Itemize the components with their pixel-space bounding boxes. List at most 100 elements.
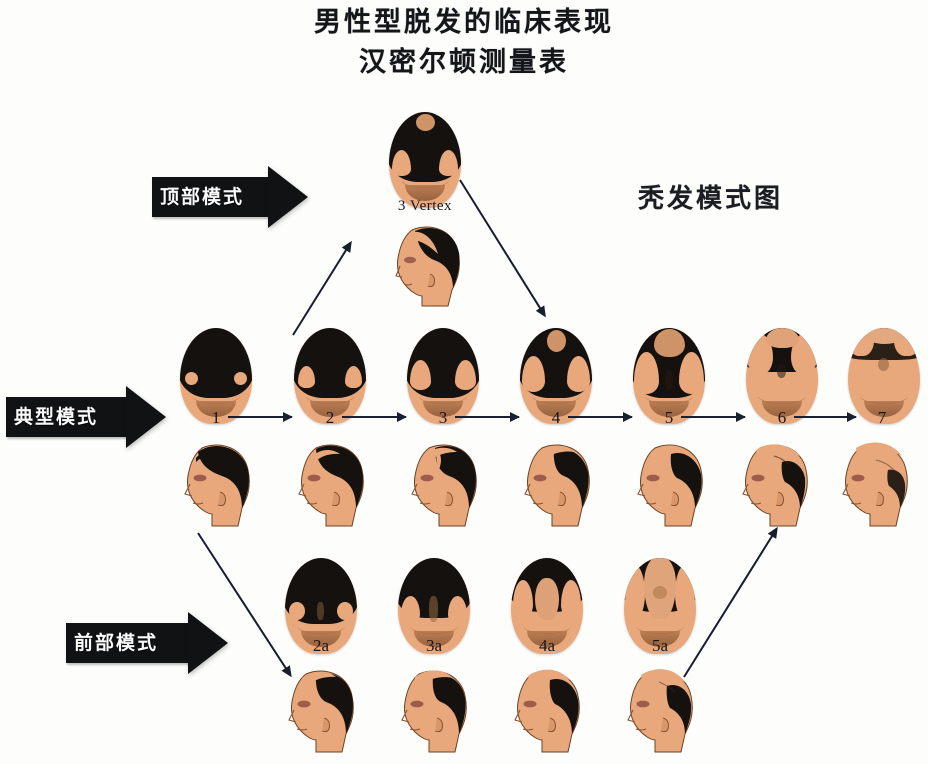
head-side-view-stage-2 — [286, 436, 372, 532]
stage-label-6: 6 — [777, 408, 787, 427]
head-top-view-stage-5a — [624, 558, 696, 654]
skull-shape — [294, 328, 366, 424]
head-side-view-stage-3 — [399, 436, 485, 532]
skull-shape — [848, 328, 920, 424]
head-top-view-stage-2 — [294, 328, 366, 424]
head-side-view-stage-3a — [389, 662, 475, 758]
arrow-head — [188, 612, 228, 674]
head-side-view-stage-2a — [276, 662, 362, 758]
flow-arrow-2-3 — [342, 412, 407, 422]
arrow-head — [847, 412, 857, 422]
side-profile-svg — [411, 444, 477, 527]
side-profile-svg — [401, 670, 467, 753]
arrow-top-pattern-label: 顶部模式 — [160, 186, 245, 208]
head-side-view-stage-4a — [502, 662, 588, 758]
temple-recession-left — [185, 372, 198, 385]
temple-recession-right — [234, 372, 247, 385]
mouth — [301, 631, 341, 647]
head-top-view-stage-1 — [180, 328, 252, 424]
side-profile-svg — [842, 442, 908, 527]
flow-arrow-vertex-to-4 — [456, 177, 551, 321]
stage-label-4: 4 — [551, 408, 561, 427]
temple-recession-right — [448, 596, 467, 622]
stage-label-5: 5 — [664, 408, 674, 427]
head-side-view-vertex — [382, 218, 468, 314]
temple-recession-right — [345, 366, 362, 388]
arrow-line — [342, 416, 406, 418]
mouth — [762, 401, 802, 417]
head-side-view-stage-7 — [830, 436, 916, 532]
head-top-view-stage-3a — [398, 558, 470, 654]
flow-arrow-4-5 — [568, 412, 633, 422]
vertex-bald-spot — [866, 328, 903, 344]
arrow-line — [568, 416, 632, 418]
stage-label-2a: 2a — [312, 636, 330, 655]
flow-arrow-1-2 — [228, 412, 293, 422]
vertex-bald-spot — [547, 330, 566, 352]
temple-recession-right — [337, 602, 353, 620]
skull-shape — [746, 328, 818, 424]
temple-recession-right — [567, 356, 590, 392]
stage-label-4a: 4a — [538, 636, 556, 655]
head-top-view-stage-7 — [848, 328, 920, 424]
arrow-shaft — [152, 177, 270, 217]
arrow-line — [292, 242, 352, 336]
skull-shape — [624, 558, 696, 654]
temple-recession-right — [455, 360, 476, 390]
head-top-view-stage-6 — [746, 328, 818, 424]
head-side-view-stage-1 — [172, 436, 258, 532]
arrow-head — [623, 412, 633, 422]
side-profile-svg — [395, 226, 460, 307]
title-line-1: 男性型脱发的临床表现 — [314, 7, 614, 38]
head-top-view-stage-3 — [407, 328, 479, 424]
temple-recession-left — [634, 352, 659, 394]
stage-label-7: 7 — [877, 408, 887, 427]
mouth — [310, 401, 350, 417]
page-title: 男性型脱发的临床表现 汉密尔顿测量表 — [0, 6, 928, 80]
side-profile-svg — [637, 444, 703, 527]
arrow-line — [228, 416, 292, 418]
head-top-view-stage-2a — [285, 558, 357, 654]
temple-recession-left — [522, 356, 545, 392]
vertex-bald-spot — [654, 329, 685, 357]
arrow-front-pattern-label: 前部模式 — [74, 632, 159, 654]
side-profile-svg — [298, 444, 364, 527]
arrow-head — [397, 412, 407, 422]
title-line-2: 汉密尔顿测量表 — [359, 47, 569, 78]
side-profile-svg — [627, 669, 693, 753]
arrow-line — [455, 416, 519, 418]
temple-recession-right — [561, 580, 581, 618]
flow-arrow-5-6 — [681, 412, 746, 422]
stage-label-3: 3 — [438, 408, 448, 427]
front-bald-zone — [535, 578, 559, 620]
stage-label-1: 1 — [211, 408, 221, 427]
stage-label-3a: 3a — [425, 636, 443, 655]
side-profile-svg — [184, 444, 250, 527]
temple-recession-right — [679, 352, 704, 394]
flow-arrow-2-to-vertex — [289, 238, 357, 338]
mouth — [414, 631, 454, 647]
mid-bridge — [429, 596, 438, 622]
temple-recession-left — [289, 602, 305, 620]
panel-title: 秃发模式图 — [638, 184, 784, 214]
arrow-line — [459, 179, 546, 317]
mouth — [640, 631, 680, 647]
stage-label-2: 2 — [325, 408, 335, 427]
vertex-label: 3 Vertex — [397, 198, 453, 214]
side-profile-svg — [514, 669, 580, 753]
temple-recession-left — [298, 366, 315, 388]
side-profile-svg — [288, 670, 354, 753]
skull-shape — [520, 328, 592, 424]
vertex-bald-spot — [416, 114, 435, 131]
temple-recession-left — [410, 360, 431, 390]
skull-shape — [398, 558, 470, 654]
side-profile-svg — [524, 444, 590, 527]
skull-shape — [511, 558, 583, 654]
temple-recession-left — [625, 566, 645, 618]
temple-recession-left — [513, 580, 533, 618]
arrow-shaft — [66, 623, 190, 663]
mouth — [649, 401, 689, 417]
crown-shadow — [653, 586, 667, 599]
arrow-head — [283, 412, 293, 422]
mouth — [405, 185, 445, 201]
